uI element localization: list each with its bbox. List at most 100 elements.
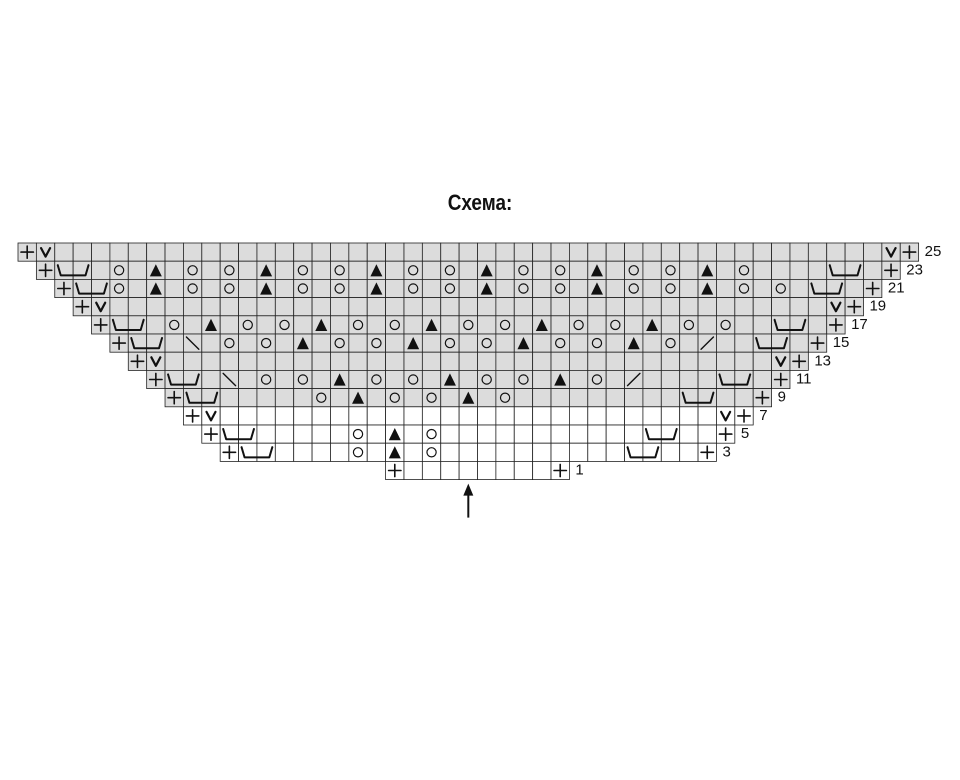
chart-cell [569, 406, 589, 426]
chart-cell [403, 278, 423, 298]
chart-cell [697, 315, 717, 335]
chart-cell [201, 297, 221, 317]
triangle-decrease-icon [480, 282, 493, 295]
yarn-over-icon [407, 265, 419, 276]
chart-cell [440, 424, 460, 444]
chart-cell [716, 315, 736, 335]
chart-cell [385, 333, 405, 353]
chart-cell [605, 442, 625, 462]
yarn-over-icon [352, 447, 364, 458]
chart-cell [624, 442, 644, 462]
chart-cell [679, 406, 699, 426]
triangle-decrease-icon [425, 318, 438, 331]
chart-symbols [20, 245, 917, 478]
decrease-bracket-icon [111, 318, 145, 331]
yarn-over-icon [352, 428, 364, 440]
triangle-decrease-icon [149, 264, 162, 277]
chart-cell [771, 351, 791, 371]
chart-cell [624, 424, 644, 444]
triangle-decrease-icon [204, 318, 217, 331]
chart-cell [256, 242, 276, 262]
chart-cell [274, 351, 295, 371]
yarn-over-icon [555, 265, 566, 276]
yarn-over-icon [665, 265, 676, 276]
chart-cell [238, 424, 258, 444]
chart-cell [385, 260, 405, 280]
chart-cell [532, 424, 552, 444]
yarn-over-icon [334, 337, 345, 349]
chart-cell [642, 369, 662, 389]
chart-cell [532, 351, 552, 371]
chart-cell [238, 297, 258, 317]
chart-cell [513, 278, 534, 298]
chart-cell [587, 242, 607, 262]
chart-cell [513, 369, 534, 389]
chart-cell [238, 369, 258, 389]
triangle-decrease-icon [535, 318, 548, 331]
chart-cell [293, 278, 313, 298]
yarn-over-icon [334, 265, 345, 276]
chart-cell [201, 369, 221, 389]
yarn-over-icon [242, 319, 253, 331]
chart-cell [624, 315, 644, 335]
chart-cell [569, 297, 589, 317]
chart-cell [605, 260, 625, 280]
yarn-over-icon [334, 283, 345, 294]
triangle-decrease-icon [149, 282, 162, 295]
yarn-over-icon [352, 319, 364, 331]
chart-cell [513, 442, 534, 462]
chart-cell [256, 315, 276, 335]
chart-cell [421, 369, 442, 389]
chart-cell [624, 297, 644, 317]
chart-cell [274, 388, 295, 408]
chart-cell [771, 260, 791, 280]
chart-cell [752, 369, 772, 389]
chart-cell [752, 351, 772, 371]
chart-cell [826, 278, 846, 298]
chart-cell [569, 369, 589, 389]
chart-cell [366, 424, 387, 444]
chart-cell [660, 406, 681, 426]
chart-cell [532, 388, 552, 408]
v-stitch-icon [39, 247, 52, 258]
plus-stitch-icon [865, 281, 880, 296]
chart-cell [348, 369, 368, 389]
v-stitch-icon [830, 301, 842, 313]
chart-cell [513, 242, 534, 262]
decrease-bracket-icon [755, 337, 788, 350]
row-number-label: 13 [814, 352, 831, 369]
chart-cell [697, 424, 717, 444]
chart-cell [550, 260, 570, 280]
chart-cell [311, 388, 331, 408]
chart-cell [348, 278, 368, 298]
chart-cell [624, 388, 644, 408]
row-number-label: 25 [925, 243, 942, 260]
chart-cell [330, 333, 350, 353]
plus-stitch-icon [755, 390, 770, 405]
chart-cell [72, 278, 92, 298]
chart-cell [293, 297, 313, 317]
chart-cell [238, 333, 258, 353]
slash-left-icon [222, 372, 237, 387]
chart-cell [183, 315, 203, 335]
chart-cell [164, 369, 184, 389]
yarn-over-icon [738, 265, 750, 276]
row-number-label: 9 [778, 389, 786, 406]
chart-cell [716, 369, 736, 389]
decrease-bracket-icon [167, 373, 200, 386]
chart-cell [385, 242, 405, 262]
chart-cell [219, 351, 239, 371]
plus-stitch-icon [773, 372, 788, 387]
chart-cell [311, 242, 331, 262]
chart-cell [477, 351, 497, 371]
chart-cell [495, 460, 515, 480]
plus-stitch-icon [167, 390, 182, 405]
chart-cell [127, 297, 148, 317]
chart-cell [293, 388, 313, 408]
chart-cell [201, 333, 221, 353]
chart-cell [532, 242, 552, 262]
chart-cell [183, 260, 203, 280]
chart-cell [440, 442, 460, 462]
chart-cell [274, 297, 295, 317]
chart-cell [495, 297, 515, 317]
